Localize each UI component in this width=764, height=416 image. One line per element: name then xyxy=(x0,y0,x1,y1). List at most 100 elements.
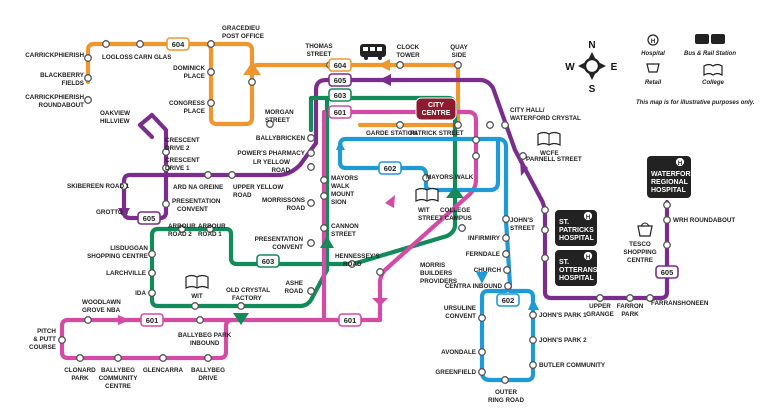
stop-upper-yellow[interactable] xyxy=(228,171,236,179)
stop-label: LOGLOSS xyxy=(102,54,133,61)
stop-skibereen[interactable] xyxy=(120,182,128,190)
route-601-line xyxy=(329,109,479,309)
stop-johns-park-2[interactable] xyxy=(529,336,537,344)
stop-ida[interactable] xyxy=(148,289,156,297)
stop-arbour-1[interactable] xyxy=(206,225,214,233)
stop-tesco[interactable] xyxy=(663,241,671,249)
stop-glencarra[interactable] xyxy=(159,354,167,362)
stop-cannon-street[interactable] xyxy=(320,224,328,232)
stop-greenfield[interactable] xyxy=(478,368,486,376)
stop-logloss[interactable] xyxy=(102,40,110,48)
stop-johns-park-1[interactable] xyxy=(529,311,537,319)
stop-arbour-2[interactable] xyxy=(178,225,186,233)
stop-carrickphierish[interactable] xyxy=(84,54,92,62)
stop-clock-tower[interactable] xyxy=(396,61,404,69)
stop-city-hall-2[interactable] xyxy=(501,121,509,129)
stop-pitch-putt[interactable] xyxy=(58,336,66,344)
stop-dominick[interactable] xyxy=(207,68,215,76)
stop-college-street[interactable] xyxy=(458,224,466,232)
stop-butler[interactable] xyxy=(529,361,537,369)
stop-wrh-roundabout[interactable] xyxy=(663,216,671,224)
stop-lr-yellow-road[interactable] xyxy=(307,163,315,171)
stop-mount-sion[interactable] xyxy=(320,192,328,200)
compass-w: W xyxy=(565,62,575,73)
hospital-label: ST. xyxy=(559,219,569,226)
stop-quay-side[interactable] xyxy=(454,61,462,69)
stop-gracedieu[interactable] xyxy=(207,40,215,48)
arrow-icon xyxy=(118,208,130,218)
stop-orange-link[interactable] xyxy=(248,78,256,86)
stop-label: MOUNT xyxy=(331,191,354,198)
stop-city-hall[interactable] xyxy=(486,121,494,129)
stop-label: JOHN'S xyxy=(510,217,533,224)
stop-carrick-roundabout[interactable] xyxy=(84,96,92,104)
stop-morgan[interactable] xyxy=(266,120,274,128)
stop-wit[interactable] xyxy=(191,302,199,310)
stop-mayors-walk-e[interactable] xyxy=(422,174,430,182)
stop-crescent-2[interactable] xyxy=(162,148,170,156)
stop-church[interactable] xyxy=(503,266,511,274)
stop-ballybeg-community[interactable] xyxy=(114,354,122,362)
stop-congress[interactable] xyxy=(207,99,215,107)
stop-label: CENTRA INBOUND xyxy=(445,283,503,290)
stop-old-crystal[interactable] xyxy=(237,302,245,310)
city-centre-hub[interactable] xyxy=(415,97,457,121)
stop-garde-station[interactable] xyxy=(396,121,404,129)
stop-wrh[interactable] xyxy=(663,201,671,209)
stop-larchville[interactable] xyxy=(148,269,156,277)
stop-ashe-road[interactable] xyxy=(307,287,315,295)
stop-lisduggan[interactable] xyxy=(148,250,156,258)
stop-st-otterans[interactable] xyxy=(541,254,549,262)
stop-farranshoneen[interactable] xyxy=(646,294,654,302)
route-badge-605-east xyxy=(655,265,679,279)
stop-purple-1[interactable] xyxy=(541,206,549,214)
hospital-icon xyxy=(583,211,593,221)
stop-label: & PUTT xyxy=(33,336,56,343)
stop-ballybeg-park[interactable] xyxy=(196,316,204,324)
stop-outer-ring[interactable] xyxy=(501,376,509,384)
stop-wcfe[interactable] xyxy=(519,152,527,160)
stop-hennessey[interactable] xyxy=(348,260,356,268)
stop-clonard[interactable] xyxy=(76,354,84,362)
stop-label: FIELDS xyxy=(62,80,84,87)
arrow-icon xyxy=(378,59,390,71)
arrow-icon xyxy=(372,298,388,306)
stop-label: ROUNDABOUT xyxy=(39,102,85,109)
stop-label: LR YELLOW xyxy=(253,159,290,166)
stop-johns-street[interactable] xyxy=(502,215,510,223)
stop-blackberry[interactable] xyxy=(84,74,92,82)
stop-crescent-1[interactable] xyxy=(162,164,170,172)
stop-pres-convent-2[interactable] xyxy=(307,239,315,247)
stop-st-patricks[interactable] xyxy=(541,226,549,234)
stop-blue-pink-link[interactable] xyxy=(472,136,480,144)
stop-centra-inbound[interactable] xyxy=(504,282,512,290)
stop-label: BUTLER COMMUNITY xyxy=(539,362,606,369)
route-badge-602-centre xyxy=(378,161,402,175)
stop-woodlawn[interactable] xyxy=(84,316,92,324)
stop-label: PLACE xyxy=(184,108,205,115)
stop-pink-2[interactable] xyxy=(472,152,480,160)
stop-morrissons[interactable] xyxy=(307,199,315,207)
stop-ballybricken[interactable] xyxy=(307,134,315,142)
stop-infirmiry[interactable] xyxy=(502,234,510,242)
stop-carn-glas[interactable] xyxy=(136,40,144,48)
stop-ferndale[interactable] xyxy=(502,250,510,258)
stop-upper-grange[interactable] xyxy=(596,294,604,302)
stop-farron-park[interactable] xyxy=(626,294,634,302)
stop-label: URSULINE xyxy=(444,305,476,312)
stop-label: PARK xyxy=(621,311,639,318)
stop-label: UPPER xyxy=(589,303,611,310)
stop-label: ROAD 2 xyxy=(168,231,192,238)
stop-mayors-walk-w[interactable] xyxy=(320,176,328,184)
stop-ballybeg-drive[interactable] xyxy=(204,354,212,362)
stop-label: POST OFFICE xyxy=(222,33,264,40)
stop-powers-pharmacy[interactable] xyxy=(307,149,315,157)
stop-morris-builders[interactable] xyxy=(376,268,384,276)
hospital-label: ST. xyxy=(559,259,569,266)
stop-patrick-street[interactable] xyxy=(454,121,462,129)
stop-ard-na-greine[interactable] xyxy=(204,171,212,179)
stop-avondale[interactable] xyxy=(478,348,486,356)
stop-pres-convent[interactable] xyxy=(162,200,170,208)
stop-ursuline[interactable] xyxy=(478,314,486,322)
stop-label: GLENCARRA xyxy=(143,367,184,374)
